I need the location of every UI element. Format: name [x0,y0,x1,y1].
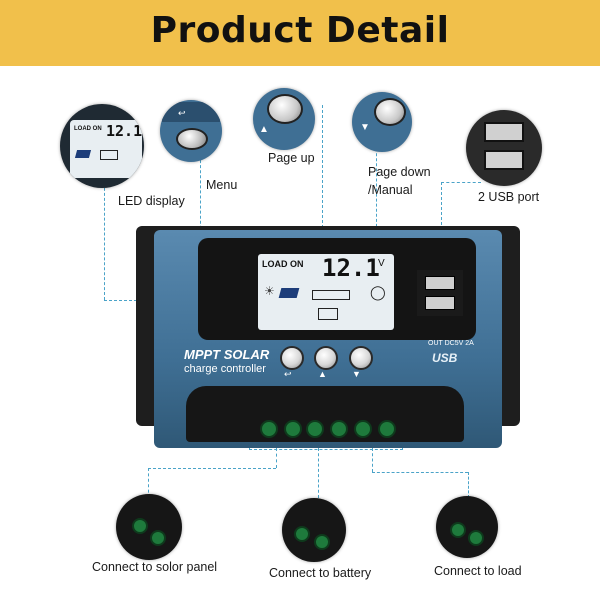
battery-terminal-closeup [282,498,346,562]
menu-icon: ↩ [178,108,186,118]
bulb-icon: ◯ [370,284,386,300]
guide-line [441,182,481,183]
battery-label: Connect to battery [269,566,372,580]
page-up-icon: ▲ [318,369,327,379]
solar-panel-icon [74,150,92,158]
page-up-label: Page up [268,151,315,165]
guide-line [148,468,276,469]
load-label: Connect to load [434,564,522,578]
battery-terminal-negative [330,420,348,438]
page-down-manual-icon: ▼ [352,369,361,379]
guide-line [372,472,468,473]
manual-label: /Manual [368,183,413,197]
menu-label: Menu [206,178,238,192]
solar-terminal-negative [284,420,302,438]
brand-subtitle: charge controller [184,363,266,375]
led-display-label: LED display [118,194,185,208]
usb-port-label: 2 USB port [478,190,540,204]
load-terminal-positive [354,420,372,438]
title-banner [0,0,600,66]
guide-line [468,472,469,498]
page-down-button [349,346,373,370]
guide-line [276,448,277,468]
usb-port-top [484,122,524,142]
led-display-closeup: LOAD ON 12.1 [60,104,144,188]
battery-icon [318,308,338,320]
brand-name: MPPT SOLAR [184,347,270,362]
page-up-button-closeup: ▲ [253,88,315,150]
usb-port-housing [417,270,463,316]
page-down-button-closeup: ▼ [352,92,412,152]
menu-button [176,128,208,150]
page-down-button [374,98,406,126]
battery-terminal-positive [306,420,324,438]
load-terminal-negative [378,420,396,438]
guide-line [372,448,373,472]
menu-icon: ↩ [284,369,292,379]
page-title: Product Detail [150,10,450,51]
lcd-screen: LOAD ON 12.1 V ☀ ◯ [258,254,394,330]
menu-button-closeup: ↩ [160,100,222,162]
page-up-icon: ▲ [259,124,269,135]
guide-line [322,105,323,343]
lcd-unit: V [378,258,385,269]
page-up-button [267,94,303,124]
lcd-value: 12.1 [106,122,143,140]
menu-button [280,346,304,370]
usb-port-closeup [466,110,542,186]
guide-line [104,178,105,300]
terminal-block [186,386,464,442]
lcd-status-text: LOAD ON [262,259,304,269]
lcd-value: 12.1 [322,254,380,282]
guide-line [148,468,149,498]
sun-icon: ☀ [264,284,275,298]
usb-logo: USB [432,351,458,365]
lcd-status-text: LOAD ON [74,126,102,132]
page-up-button [314,346,338,370]
page-down-label: Page down [368,165,431,179]
solar-terminal-closeup [116,494,182,560]
page-down-manual-icon: ▼ [360,122,370,133]
solar-panel-icon [278,288,300,298]
usb-spec-text: OUT DC5V 2A [428,340,474,347]
load-terminal-closeup [436,496,498,558]
solar-panel-label: Connect to solor panel [92,560,218,574]
guide-line [318,448,319,498]
battery-icon [100,150,118,160]
battery-level-bar [312,290,350,300]
solar-terminal-positive [260,420,278,438]
usb-port-bottom [484,150,524,170]
